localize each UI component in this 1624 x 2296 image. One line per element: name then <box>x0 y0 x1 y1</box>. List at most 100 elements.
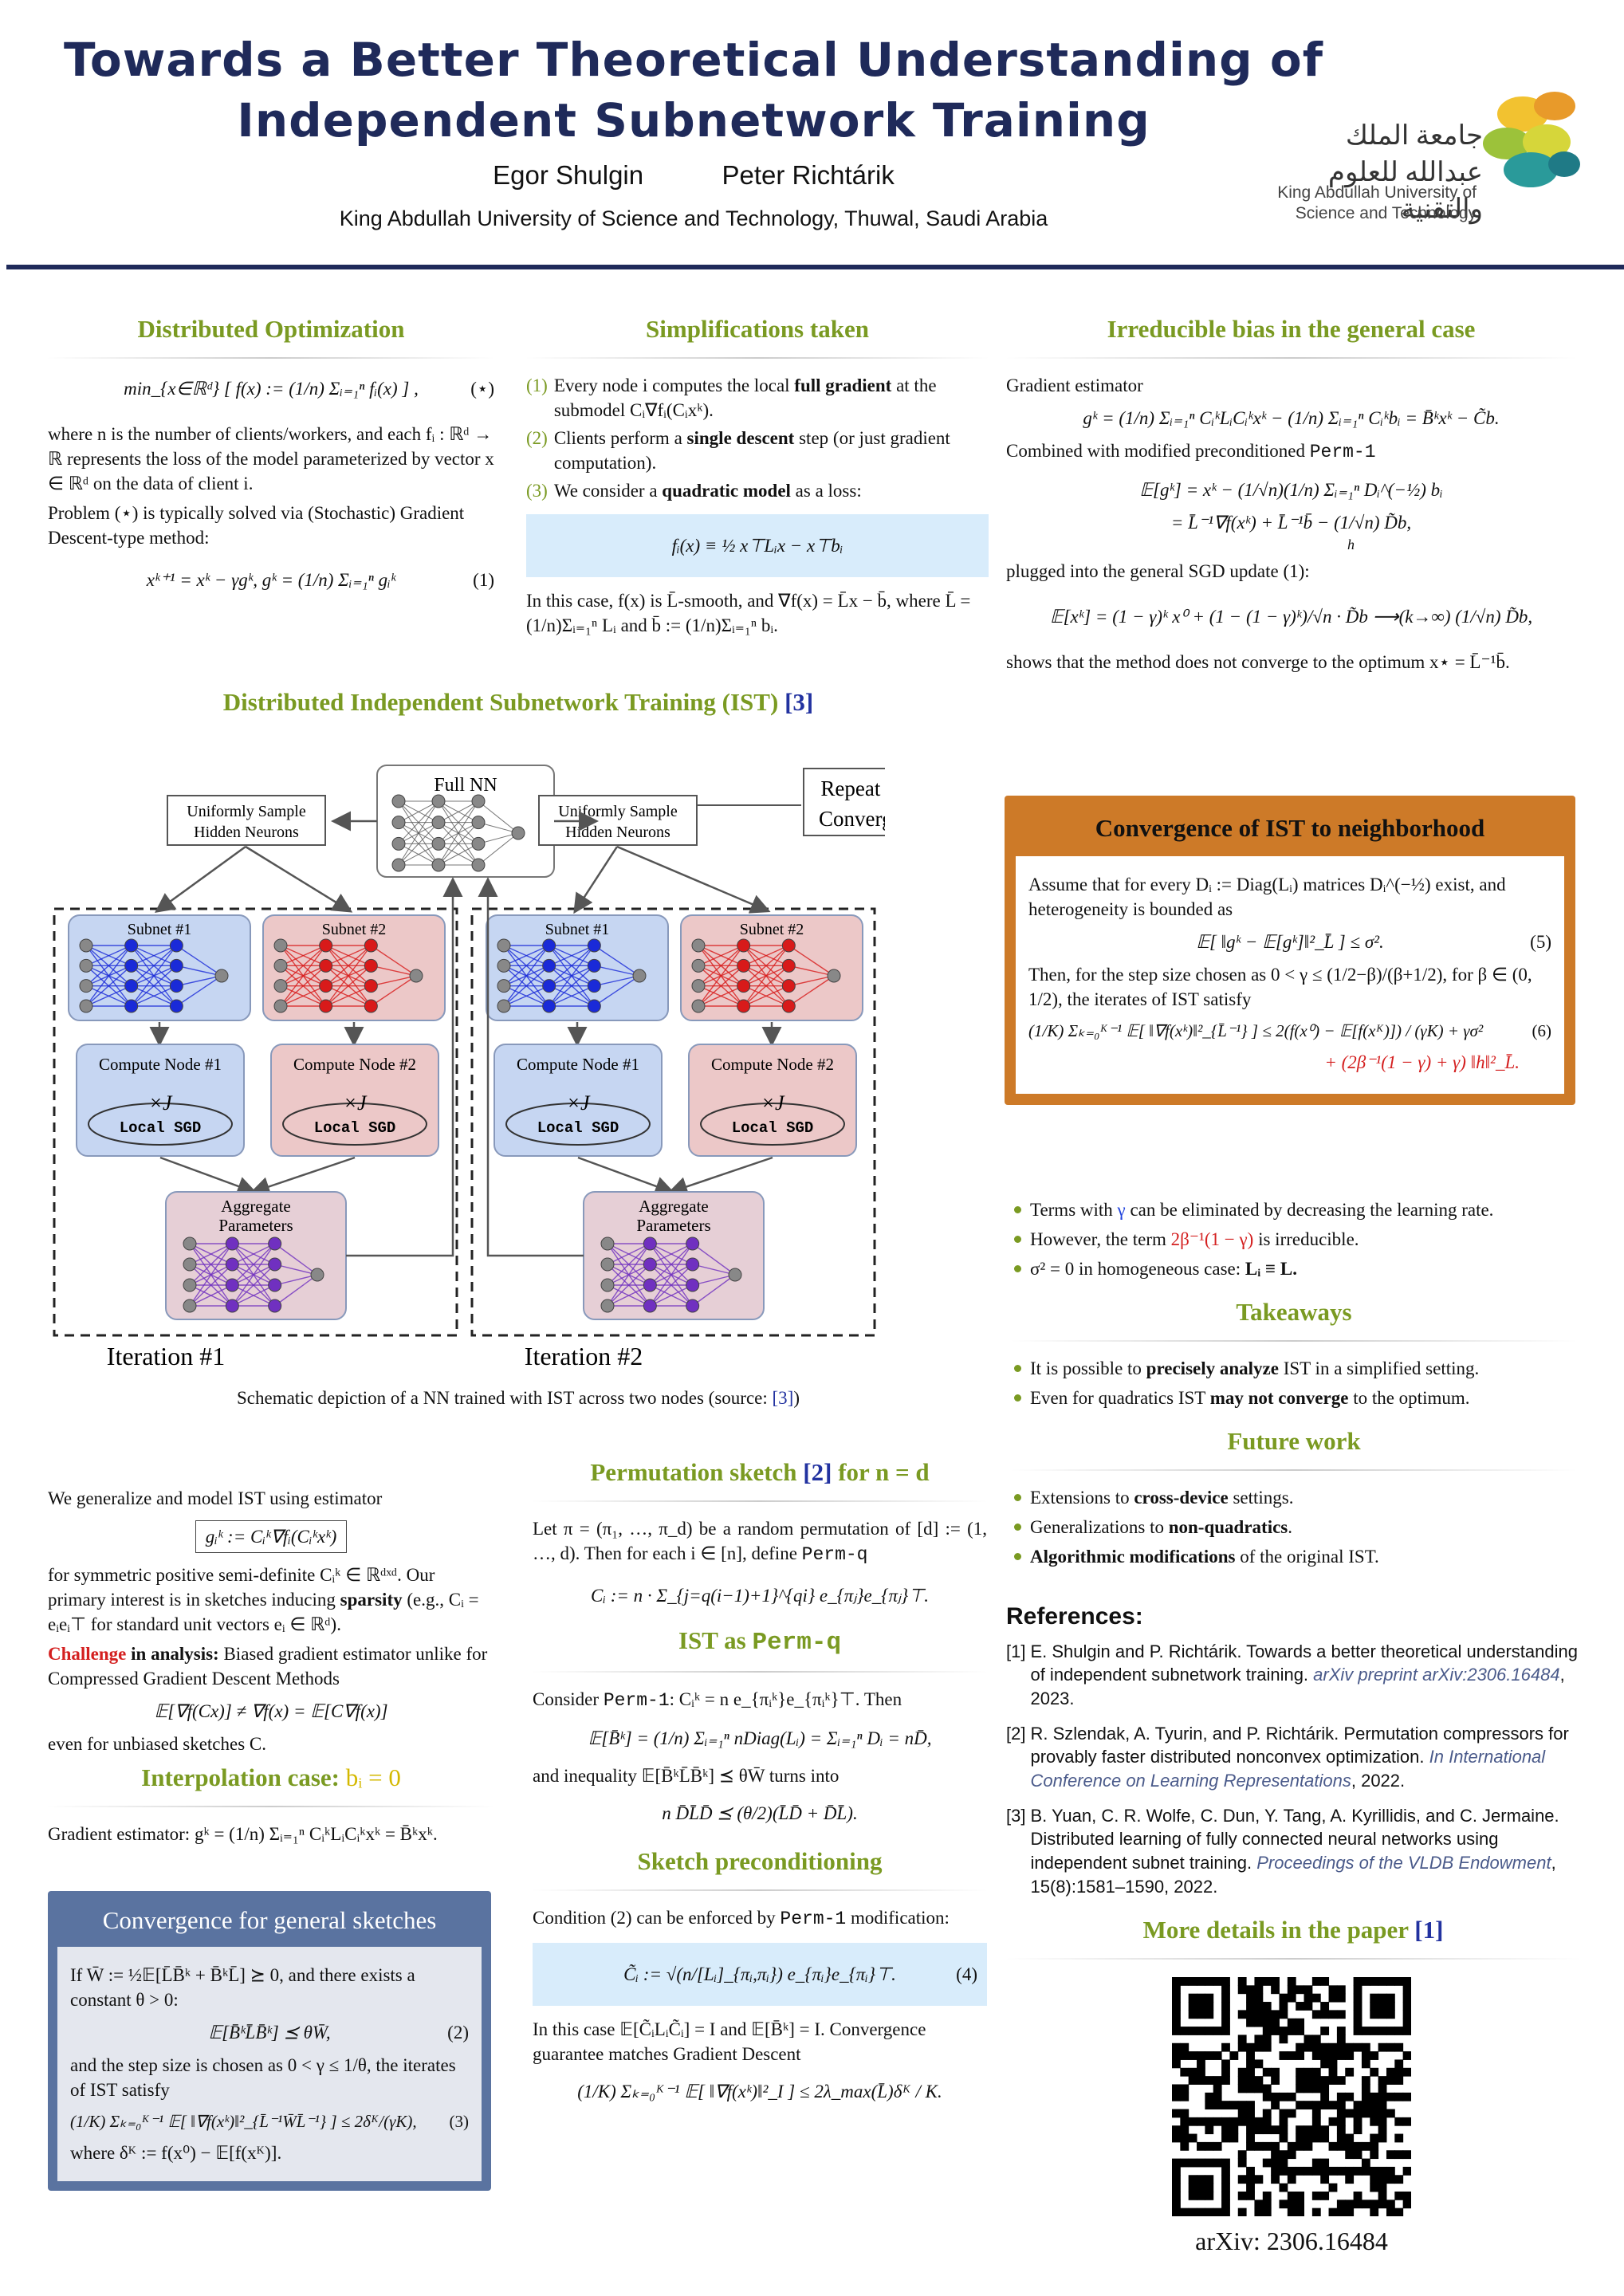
ref-text: B. Yuan, C. R. Wolfe, C. Dun, Y. Tang, A… <box>1030 1805 1559 1873</box>
qr-module <box>1221 1977 1230 1986</box>
network-edge <box>743 945 789 966</box>
sample-box <box>167 795 326 846</box>
qr-module <box>1271 2158 1280 2168</box>
ref-venue[interactable]: In International Conference on Learning … <box>1030 1747 1546 1791</box>
neuron <box>124 938 139 953</box>
qr-module <box>1205 1977 1214 1986</box>
qr-module <box>1197 2175 1205 2184</box>
qr-module <box>1205 2027 1214 2035</box>
qr-module <box>1378 2109 1387 2118</box>
qr-module <box>1328 2042 1338 2052</box>
qr-module <box>1279 2150 1288 2160</box>
qr-module <box>1328 2117 1338 2126</box>
text: Condition (2) can be enforced by <box>533 1907 781 1928</box>
qr-module <box>1320 2059 1330 2069</box>
qr-module <box>1197 1977 1205 1986</box>
neuron <box>183 1299 197 1313</box>
neuron <box>364 938 378 953</box>
highlight: γ <box>1117 1200 1126 1220</box>
neuron <box>391 858 406 872</box>
qr-module <box>1205 2125 1214 2135</box>
network-edge <box>175 945 222 977</box>
local-sgd-label: Local SGD <box>120 1119 202 1137</box>
bold-text: quadratic model <box>662 481 791 501</box>
network-edge <box>503 945 549 966</box>
qr-module <box>1221 2002 1230 2011</box>
qr-module <box>1336 2200 1346 2209</box>
network-edge <box>189 1284 233 1307</box>
qr-module <box>1361 2166 1370 2176</box>
list-item: Algorithmic modifications of the origina… <box>1011 1544 1577 1569</box>
qr-module <box>1246 2133 1255 2143</box>
qr-module <box>1246 2183 1255 2192</box>
citation-link[interactable]: [3] <box>784 688 814 716</box>
qr-module <box>1197 2208 1205 2216</box>
qr-module <box>1180 2117 1189 2126</box>
qr-module <box>1237 2101 1247 2110</box>
equation-text: min_{x∈ℝᵈ} [ f(x) := (1/n) Σᵢ₌₁ⁿ fᵢ(x) ]… <box>124 378 419 399</box>
subnet-label: Subnet #1 <box>128 921 192 938</box>
qr-module <box>1336 2027 1346 2035</box>
neuron <box>79 938 93 953</box>
qr-module <box>1287 1977 1296 1986</box>
qr-module <box>1254 2076 1264 2085</box>
network-edge <box>650 1284 693 1307</box>
bold-text: may not converge <box>1209 1388 1349 1409</box>
citation-link[interactable]: [1] <box>1414 1916 1444 1944</box>
qr-module <box>1328 2208 1338 2216</box>
qr-module <box>1213 2084 1222 2094</box>
qr-module <box>1328 2166 1338 2176</box>
compute-node-label: Compute Node #1 <box>517 1055 639 1074</box>
qr-module <box>1229 2051 1239 2060</box>
caption-text: ) <box>793 1388 800 1408</box>
qr-module <box>1246 1993 1255 2003</box>
qr-module <box>1279 2158 1288 2168</box>
text: Lᵢ ≡ L. <box>1245 1259 1298 1280</box>
qr-module <box>1254 2042 1264 2052</box>
qr-module <box>1205 2191 1214 2200</box>
text: Every node i computes the local <box>553 375 795 395</box>
ref-venue[interactable]: arXiv preprint arXiv:2306.16484 <box>1313 1665 1560 1685</box>
arxiv-id[interactable]: arXiv: 2306.16484 <box>1195 2227 1388 2255</box>
neuron <box>781 958 796 973</box>
equation-1: xᵏ⁺¹ = xᵏ − γgᵏ, gᵏ = (1/n) Σᵢ₌₁ⁿ gᵢᵏ (1… <box>48 568 494 592</box>
citation-link[interactable]: [2] <box>803 1458 832 1486</box>
qr-module <box>1246 2076 1255 2085</box>
network-edge <box>607 1243 651 1286</box>
qr-module <box>1370 2141 1379 2151</box>
qr-module <box>1328 2051 1338 2060</box>
qr-module <box>1304 1985 1313 1995</box>
citation-link[interactable]: [3] <box>772 1388 794 1408</box>
compute-node-box <box>270 1044 439 1157</box>
network-edge <box>549 985 595 1007</box>
neuron <box>686 1236 700 1251</box>
qr-module <box>1370 2200 1379 2209</box>
qr-module <box>1378 2125 1387 2135</box>
neuron <box>273 999 288 1013</box>
network-edge <box>607 1264 651 1307</box>
qr-module <box>1180 2042 1189 2052</box>
underbrace-label: h <box>1347 537 1355 553</box>
qr-module <box>1353 2101 1363 2110</box>
neuron <box>737 999 751 1013</box>
qr-module <box>1262 2067 1272 2077</box>
qr-module <box>1237 2042 1247 2052</box>
qr-module <box>1172 2183 1181 2192</box>
qr-module <box>1320 2010 1330 2019</box>
list-item: σ² = 0 in homogeneous case: Lᵢ ≡ L. <box>1011 1256 1577 1281</box>
qr-module <box>1386 1993 1395 2003</box>
qr-code[interactable] <box>1172 1977 1411 2216</box>
ref-venue[interactable]: Proceedings of the VLDB Endowment <box>1256 1853 1551 1873</box>
qr-module <box>1197 2076 1205 2085</box>
neuron <box>686 1278 700 1292</box>
qr-module <box>1205 2076 1214 2085</box>
reference-item: [3]B. Yuan, C. R. Wolfe, C. Dun, Y. Tang… <box>1006 1804 1580 1899</box>
aggregate-label: Parameters <box>218 1216 293 1235</box>
qr-module <box>1172 2158 1181 2168</box>
network-edge <box>698 945 745 987</box>
qr-module <box>1221 2166 1230 2176</box>
qr-module <box>1402 2010 1411 2019</box>
qr-module <box>1370 2150 1379 2160</box>
qr-module <box>1370 2109 1379 2118</box>
ref-number: [1] <box>1006 1641 1026 1661</box>
